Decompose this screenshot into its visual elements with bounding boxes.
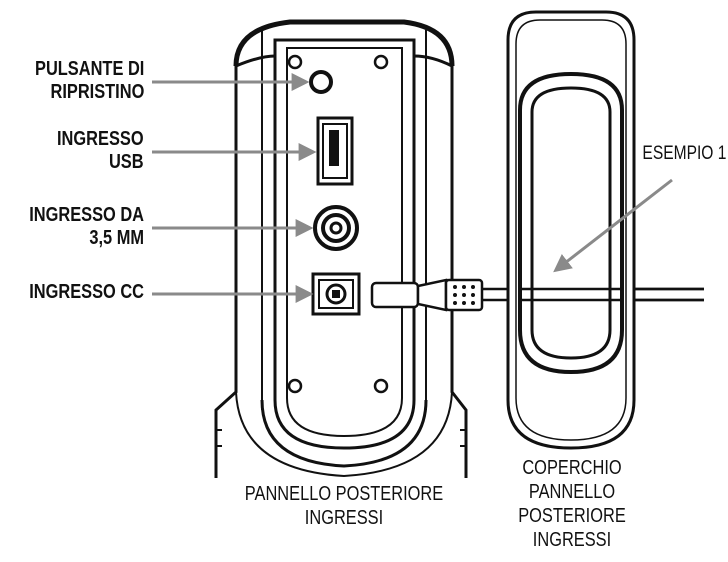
cover-device <box>506 10 636 450</box>
caption-back-panel: PANNELLO POSTERIORE INGRESSI <box>244 482 444 530</box>
example-leader <box>553 178 673 273</box>
screw-icon <box>373 378 389 394</box>
label-audio-input: INGRESSO DA 3,5 MM <box>29 204 144 250</box>
base-marks <box>216 429 466 447</box>
screw-icons <box>287 54 389 394</box>
caption-line: INGRESSI <box>532 529 612 551</box>
label-line: ESEMPIO 1 <box>642 143 726 164</box>
label-line: PULSANTE DI <box>34 58 144 80</box>
label-dc-input: INGRESSO CC <box>29 281 144 304</box>
label-usb-input: INGRESSO USB <box>57 128 144 174</box>
caption-cover: COPERCHIO PANNELLO POSTERIORE INGRESSI <box>503 456 641 552</box>
audio-jack-icon <box>313 205 359 251</box>
label-line: INGRESSO <box>57 128 144 150</box>
label-reset-button: PULSANTE DI RIPRISTINO <box>35 58 144 104</box>
leader-arrows <box>152 73 673 303</box>
label-line: USB <box>109 151 144 173</box>
label-line: 3,5 MM <box>89 227 144 249</box>
label-line: INGRESSO CC <box>29 281 144 303</box>
screw-icon <box>287 54 303 70</box>
dc-port-icon <box>311 272 361 316</box>
label-example: ESEMPIO 1 <box>642 142 726 165</box>
screw-icon <box>287 378 303 394</box>
reset-button-icon <box>309 70 333 94</box>
caption-line: COPERCHIO <box>522 457 622 479</box>
caption-line: PANNELLO <box>528 481 616 503</box>
screw-icon <box>373 54 389 70</box>
caption-line: PANNELLO POSTERIORE <box>244 483 444 505</box>
usb-port-icon <box>316 116 354 186</box>
caption-line: INGRESSI <box>304 507 384 529</box>
label-line: INGRESSO DA <box>29 204 144 226</box>
caption-line: POSTERIORE <box>518 505 626 527</box>
label-line: RIPRISTINO <box>50 81 144 103</box>
